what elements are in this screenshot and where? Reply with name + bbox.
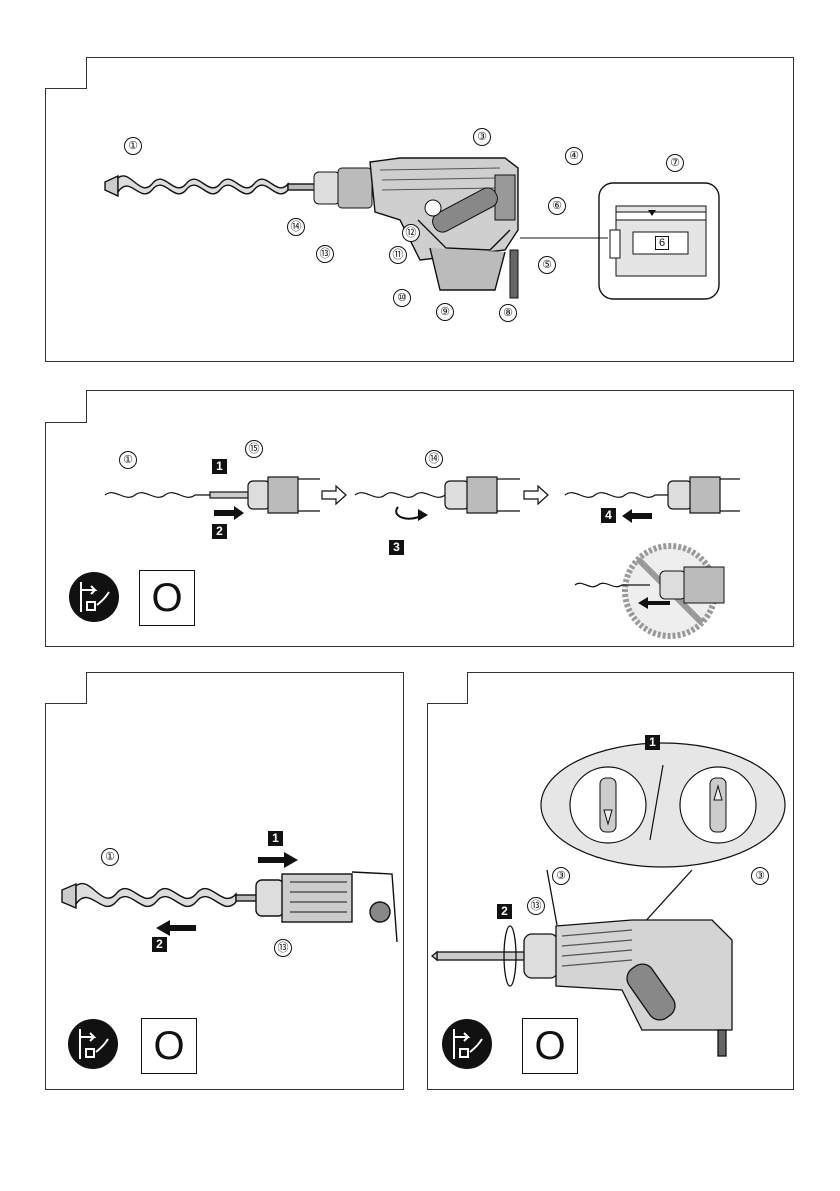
callout-mode-selector: ③ [473,128,491,146]
pull-arrow-icon [156,920,196,936]
callout-drill-bit: ① [119,451,137,469]
step-4-badge: 4 [601,508,616,523]
callout-drill-bit: ① [124,137,142,155]
mode-number: 6 [655,236,669,250]
callout-5: ⑤ [538,256,556,274]
callout-7: ⑦ [666,154,684,172]
step-1-badge: 1 [645,735,660,750]
step-2-badge: 2 [152,937,167,952]
step-2-badge: 2 [212,524,227,539]
callout-8: ⑧ [499,304,517,322]
step-1-badge: 1 [212,459,227,474]
callout-mode-selector-left: ③ [552,867,570,885]
rotate-arrow-icon [392,503,432,525]
callout-grease: ⑮ [245,440,263,458]
hammer-drill-icon [100,140,540,310]
callout-dust-cup: ⑭ [425,450,443,468]
ok-symbol: O [141,1018,197,1074]
callout-grip: ⑬ [274,939,292,957]
ok-symbol: O [522,1018,578,1074]
callout-mode-selector-right: ③ [751,867,769,885]
figure-tab-2 [86,390,794,423]
callout-14: ⑭ [287,218,305,236]
callout-12: ⑫ [402,224,420,242]
bit-removal-illustration [62,862,402,942]
mode-dial-detail [538,740,788,870]
pull-arrow-icon [622,509,652,523]
step-2-badge: 2 [497,904,512,919]
ok-symbol: O [139,570,195,626]
prohibited-icon [570,543,750,643]
callout-4: ④ [565,147,583,165]
callout-13: ⑬ [316,245,334,263]
callout-9: ⑨ [436,303,454,321]
callout-drill-bit: ① [101,848,119,866]
callout-grip: ⑬ [527,897,545,915]
figure-tab-3 [86,672,404,704]
step-3-badge: 3 [389,540,404,555]
figure-tab-1 [86,57,794,89]
callout-11: ⑪ [389,246,407,264]
drill-bit-icon [105,176,316,196]
callout-10: ⑩ [393,289,411,307]
step-1-badge: 1 [268,831,283,846]
callout-6: ⑥ [548,197,566,215]
figure-tab-4 [467,672,794,704]
push-arrow-icon [258,852,298,868]
push-arrow-icon [214,506,244,520]
